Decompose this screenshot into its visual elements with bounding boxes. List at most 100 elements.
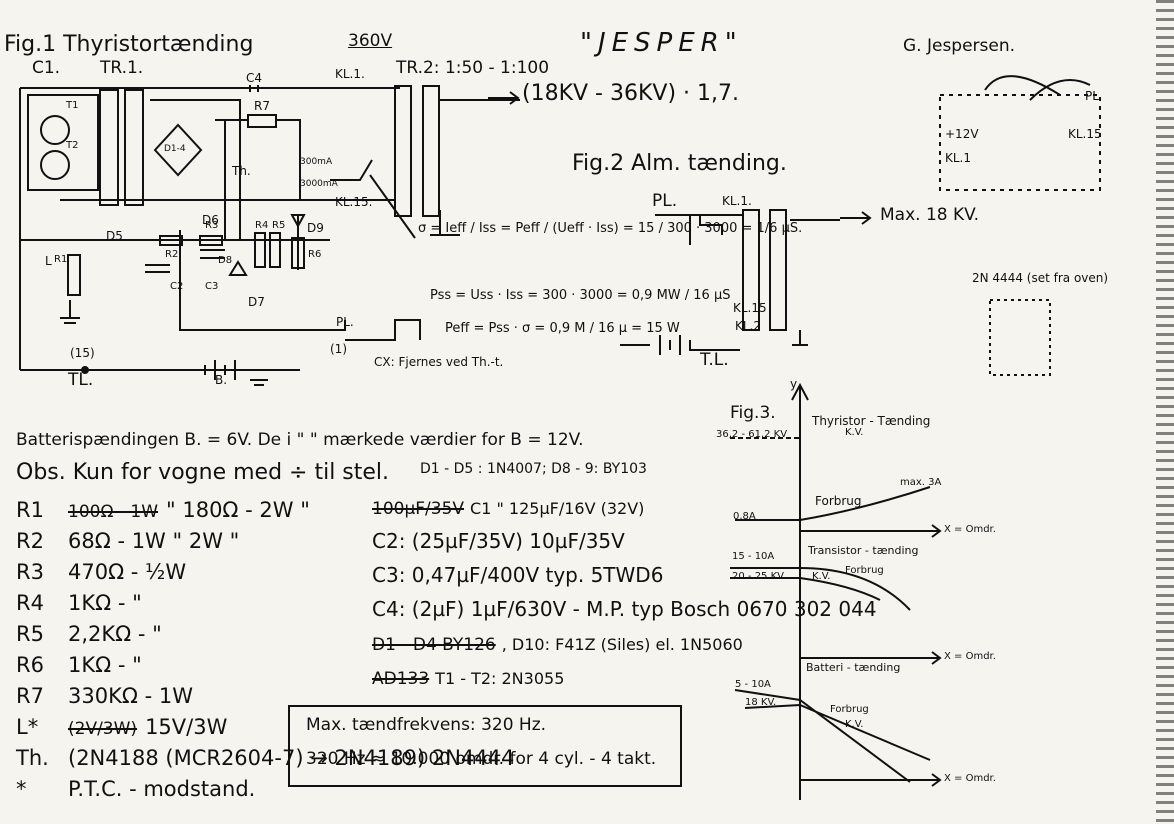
parts-row-left: L*(2V/3W)15V/3W [16, 715, 227, 739]
parts-row-left: * P.T.C. - modstand. [16, 777, 255, 801]
fig3-transistor-label: Transistor - tænding [808, 544, 919, 557]
battery-kv-curve [744, 703, 931, 761]
transistor-forbrug-curve [730, 567, 911, 611]
part-name: R1 [16, 498, 44, 522]
fig1-title: Fig.1 Thyristortænding [4, 32, 254, 57]
label-kl1: KL.1. [335, 67, 365, 81]
fig2-max-kv: Max. 18 KV. [880, 205, 979, 225]
part-name: Th. [16, 746, 49, 770]
part-value: 2,2KΩ - " [68, 622, 162, 646]
fig3-x-axis-label-3: X = Omdr. [944, 773, 996, 784]
part-value: " 180Ω - 2W " [166, 498, 310, 522]
battery-note: Batterispændingen B. = 6V. De i " " mærk… [16, 430, 584, 450]
fig3-transistor-forbrug: Forbrug [845, 565, 884, 576]
scan-edge-artifact [1156, 0, 1174, 824]
part-name: R7 [16, 684, 44, 708]
label-r2: R2 [165, 249, 179, 260]
fig2-label-pl: PL. [652, 191, 678, 211]
parts-row-left: Th. (2N4188 (MCR2604-7) → 2N4189) 2N4444 [16, 746, 514, 770]
label-cx: CX: Fjernes ved Th.-t. [374, 355, 504, 369]
label-r1: R1 [54, 254, 68, 265]
part-old-value: (2V/3W) [68, 719, 138, 739]
label-r5: R5 [272, 220, 286, 231]
part-value: 330KΩ - 1W [68, 684, 193, 708]
corner-label-pl: PL [1085, 89, 1099, 103]
parts-row-right: 100µF/35V C1 " 125µF/16V (32V) [372, 495, 644, 519]
label-r7: R7 [254, 99, 270, 113]
frequency-box: Max. tændfrekvens: 320 Hz. 320 Hz ≈ 10.0… [288, 705, 682, 787]
part-name: * [16, 777, 27, 801]
label-360v: 360V [348, 31, 393, 51]
part-old-value: AD133 [372, 669, 430, 689]
parts-row-right: C3: 0,47µF/400V typ. 5TWD6 [372, 563, 663, 587]
part-value: T1 - T2: 2N3055 [435, 669, 565, 688]
label-r6: R6 [308, 249, 322, 260]
fig2-label-kl1: KL.1. [722, 194, 752, 208]
parts-row-right: C2: (25µF/35V) 10µF/35V [372, 529, 625, 553]
formula-sigma: σ = Ieff / Iss = Peff / (Ueff · Iss) = 1… [418, 221, 803, 236]
corner-label-kl1: KL.1 [945, 151, 972, 165]
fig3-x-axis-label-1: X = Omdr. [944, 524, 996, 535]
label-d7: D7 [248, 295, 265, 309]
part-value: 470Ω - ½W [68, 560, 187, 584]
part-name: L* [16, 715, 39, 739]
label-tl: TL. [68, 370, 94, 390]
fig2-label-tl: T.L. [700, 350, 729, 370]
author-name: G. Jespersen. [903, 36, 1016, 56]
part-old-value: 100µF/35V [372, 499, 465, 519]
thyristor-forbrug-curve [735, 486, 931, 521]
part-old-value: 100Ω - 1W [68, 502, 159, 522]
label-t1: T1 [66, 100, 79, 111]
label-c3: C3 [205, 281, 219, 292]
part-name: R4 [16, 591, 44, 615]
fig3-thyristor-kv: K.V. [845, 427, 864, 438]
fig2-label-kl2: KL.2 [735, 319, 762, 333]
frequency-box-line2: 320 Hz ≈ 10.000 omdr. for 4 cyl. - 4 tak… [306, 749, 657, 769]
fig3-battery-kv: K.V. [845, 719, 864, 730]
label-r4: R4 [255, 220, 269, 231]
label-t2: T2 [66, 140, 79, 151]
corner-label-kl15: KL.15 [1068, 127, 1102, 141]
main-title: "JESPER" [580, 28, 743, 58]
label-th: Th. [232, 164, 251, 178]
label-b: B. [215, 373, 228, 387]
fig2-title: Fig.2 Alm. tænding. [572, 151, 787, 176]
frequency-box-line1: Max. tændfrekvens: 320 Hz. [306, 715, 547, 735]
part-value: (2N4188 (MCR2604-7) → 2N4189) 2N4444 [68, 746, 515, 770]
label-pl: PL. [336, 315, 354, 329]
parts-row-left: R3 470Ω - ½W [16, 560, 186, 584]
label-tr2: TR.2: 1:50 - 1:100 [396, 58, 550, 78]
label-c4: C4 [246, 71, 263, 85]
fig2-label-kl15: KL.15 [733, 301, 767, 315]
label-d6: D6 [202, 213, 219, 227]
fig3-transistor-kv: K.V. [812, 571, 831, 582]
part-value: C2: (25µF/35V) 10µF/35V [372, 529, 625, 553]
label-300ma: 300mA [300, 157, 333, 167]
label-d9: D9 [307, 221, 324, 235]
fig3-kv-value: 36,2 - 61,2 KV [716, 429, 788, 440]
part-value: 68Ω - 1W " 2W " [68, 529, 240, 553]
part-name: R3 [16, 560, 44, 584]
fig3-y-axis-label: y [790, 377, 798, 391]
formula-peff: Peff = Pss · σ = 0,9 M / 16 µ = 15 W [445, 321, 680, 336]
part-value: C1 " 125µF/16V (32V) [470, 499, 645, 518]
part-value: P.T.C. - modstand. [68, 777, 256, 801]
part-value: , D10: F41Z (Siles) el. 1N5060 [501, 635, 743, 654]
parts-row-right: AD133 T1 - T2: 2N3055 [372, 665, 564, 689]
label-kl15: KL.15. [335, 195, 373, 209]
label-15: (15) [70, 346, 95, 360]
part-old-value: D1 - D4 BY126 [372, 635, 496, 655]
label-c1: C1. [32, 58, 61, 78]
part-name: R6 [16, 653, 44, 677]
fig3-kv-18: 18 KV. [745, 697, 777, 708]
transistor-kv-curve [730, 577, 881, 601]
fig3-thyristor-forbrug: Forbrug [815, 494, 862, 508]
label-tr1: TR.1. [100, 58, 144, 78]
battery-forbrug-curve [734, 689, 911, 783]
parts-row-left: R1 100Ω - 1W " 180Ω - 2W " [16, 498, 310, 522]
